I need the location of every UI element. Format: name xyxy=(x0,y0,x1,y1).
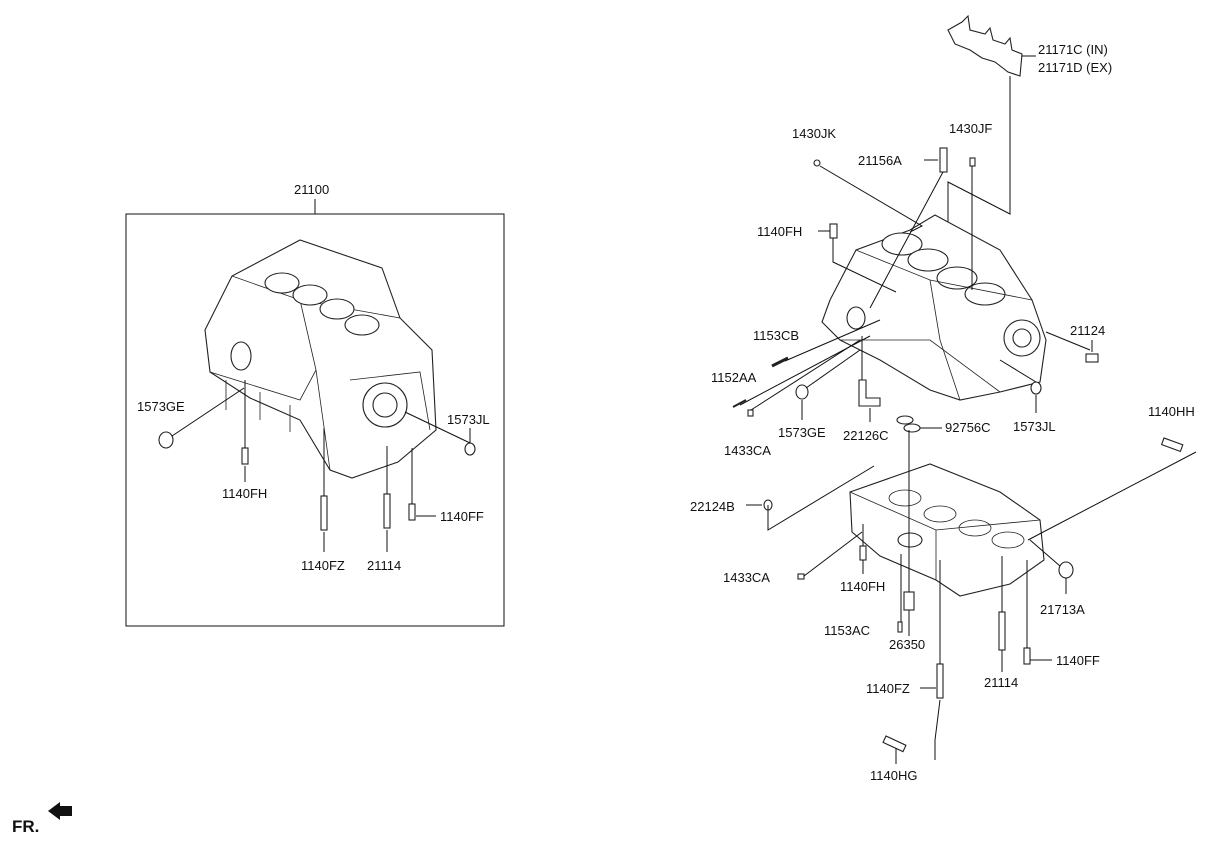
callout-1152AA[interactable]: 1152AA xyxy=(711,370,757,385)
callout-1573JL[interactable]: 1573JL xyxy=(447,412,490,427)
callout-1140FZ[interactable]: 1140FZ xyxy=(301,558,345,573)
callout-1433CA-bottom[interactable]: 1433CA xyxy=(723,570,770,585)
pin-icon xyxy=(732,399,747,408)
callout-21156A[interactable]: 21156A xyxy=(858,153,902,168)
callout-1153AC[interactable]: 1153AC xyxy=(824,623,870,638)
front-arrow-icon xyxy=(48,802,72,820)
seal-ring-icon xyxy=(158,431,174,449)
callout-21114-right[interactable]: 21114 xyxy=(984,675,1018,690)
callout-1140FF-right[interactable]: 1140FF xyxy=(1056,653,1100,668)
bolt-icon xyxy=(241,447,249,465)
seal-ring-icon xyxy=(1058,561,1074,579)
bolt-icon xyxy=(1160,437,1184,453)
assembly-frame xyxy=(125,213,505,627)
bolt-icon xyxy=(829,223,838,239)
bolt-icon xyxy=(882,735,907,753)
gasket-icon xyxy=(947,14,1023,77)
pin-icon xyxy=(771,356,789,368)
callout-1140FF[interactable]: 1140FF xyxy=(440,509,484,524)
bolt-icon xyxy=(1023,647,1031,665)
seal-ring-icon xyxy=(795,384,809,400)
plug-icon xyxy=(747,409,754,417)
o-ring-icon xyxy=(903,423,921,433)
callout-1430JK[interactable]: 1430JK xyxy=(792,126,836,141)
upper-cylinder-block-drawing xyxy=(821,214,1047,401)
callout-92756C[interactable]: 92756C xyxy=(945,420,991,435)
front-direction-indicator: FR. xyxy=(12,802,72,836)
callout-21171D[interactable]: 21171D (EX) xyxy=(1038,60,1112,75)
callout-1573GE-right[interactable]: 1573GE xyxy=(778,425,826,440)
callout-21171C[interactable]: 21171C (IN) xyxy=(1038,42,1108,57)
callout-1140FH-top[interactable]: 1140FH xyxy=(757,224,802,239)
callout-22124B[interactable]: 22124B xyxy=(690,499,735,514)
dowel-pin-icon xyxy=(939,147,948,173)
callout-21124[interactable]: 21124 xyxy=(1070,323,1105,338)
plug-icon xyxy=(813,159,821,167)
plug-icon xyxy=(969,157,976,167)
bolt-icon xyxy=(408,503,416,521)
callout-21713A[interactable]: 21713A xyxy=(1040,602,1085,617)
long-bolt-icon xyxy=(936,663,944,699)
callout-21114[interactable]: 21114 xyxy=(367,558,401,573)
pin-icon xyxy=(897,621,903,633)
plug-icon xyxy=(797,573,805,580)
callout-26350[interactable]: 26350 xyxy=(889,637,925,652)
o-ring-icon xyxy=(896,415,914,425)
lower-crankcase-drawing xyxy=(849,463,1045,597)
callout-1140HG[interactable]: 1140HG xyxy=(870,768,917,783)
cylinder-block-assembly-drawing xyxy=(204,239,437,479)
callout-1140FH-bottom[interactable]: 1140FH xyxy=(840,579,885,594)
front-label: FR. xyxy=(12,817,39,836)
assembly-group: 21100 xyxy=(125,182,505,627)
sleeve-icon xyxy=(1085,353,1099,363)
long-bolt-icon xyxy=(320,495,328,531)
callout-1140FZ-right[interactable]: 1140FZ xyxy=(866,681,910,696)
exploded-view-group: 21171C (IN) 21171D (EX) xyxy=(690,14,1197,783)
callout-1153CB[interactable]: 1153CB xyxy=(753,328,799,343)
callout-22126C[interactable]: 22126C xyxy=(843,428,889,443)
callout-1430JF[interactable]: 1430JF xyxy=(949,121,992,136)
assembly-label[interactable]: 21100 xyxy=(294,182,329,197)
callout-1573JL-right[interactable]: 1573JL xyxy=(1013,419,1056,434)
long-bolt-icon xyxy=(998,611,1006,651)
sensor-icon xyxy=(903,591,915,611)
plug-icon xyxy=(464,442,476,456)
callout-1433CA-top[interactable]: 1433CA xyxy=(724,443,771,458)
callout-1140HH[interactable]: 1140HH xyxy=(1148,404,1195,419)
callout-1573GE[interactable]: 1573GE xyxy=(137,399,185,414)
bolt-icon xyxy=(859,545,867,561)
long-bolt-icon xyxy=(383,493,391,529)
plug-icon xyxy=(1030,381,1042,395)
elbow-pipe-icon xyxy=(858,379,881,407)
callout-1140FH[interactable]: 1140FH xyxy=(222,486,267,501)
